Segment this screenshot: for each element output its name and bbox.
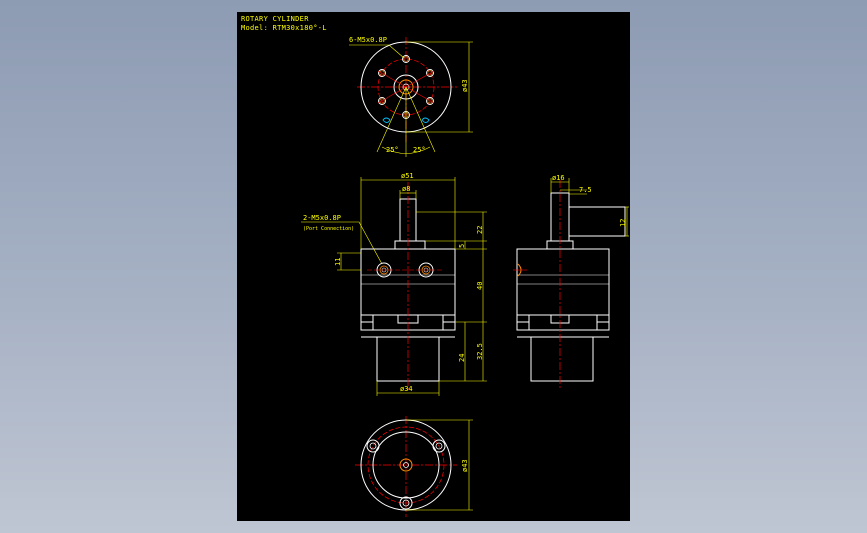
top-angle-dims (376, 86, 436, 157)
bottom-mount-holes (366, 439, 446, 510)
side-flange-right (596, 315, 610, 331)
bottom-bolt-circle (367, 426, 445, 504)
front-shaft-dia-label: ø8 (402, 185, 410, 193)
side-base (530, 336, 594, 382)
top-hole-callout: 6-M5x0.8P (349, 36, 387, 44)
front-width-dim (360, 177, 456, 249)
top-hole-leader (349, 44, 405, 59)
drawing-sheet: ROTARY CYLINDER Model: RTM30x180°-L (237, 12, 630, 521)
front-flange-right (442, 315, 456, 331)
top-view: 25° 25° 6-M5x0.8P ø43 (349, 36, 473, 157)
top-dia-dim (406, 41, 473, 133)
side-offset-label: 7.5 (579, 186, 592, 194)
front-right-dims (416, 211, 487, 382)
bolt-hole (378, 97, 386, 105)
top-angle-left-label: 25° (386, 146, 399, 154)
front-base-dim (376, 381, 440, 396)
front-port-callout: 2-M5x0.8P (303, 214, 341, 222)
side-flat-label: 12 (619, 219, 627, 227)
front-flange-left (360, 315, 374, 331)
front-view: ø51 ø8 2-M5x0.8P (Port Connection) 11 (301, 172, 487, 396)
front-port-leader (301, 221, 383, 265)
front-port-height-dim (337, 252, 361, 271)
side-dims (550, 178, 629, 237)
bottom-view: ø43 (355, 416, 473, 517)
bolt-hole (378, 69, 386, 77)
drawing-title: ROTARY CYLINDER (241, 15, 309, 23)
bottom-hub (399, 458, 413, 472)
front-dim-24: 24 (458, 354, 466, 362)
side-flange-left (516, 315, 530, 331)
top-radial-lines (377, 70, 435, 104)
front-dim-40: 40 (476, 282, 484, 290)
front-dim-22: 22 (476, 226, 484, 234)
bolt-hole (426, 97, 434, 105)
front-width-label: ø51 (401, 172, 414, 180)
front-port-note: (Port Connection) (303, 226, 354, 232)
front-shaft-collar (394, 240, 426, 250)
drawing-model: Model: RTM30x180°-L (241, 24, 327, 32)
bottom-hub-core (403, 462, 409, 468)
front-base-dia-label: ø34 (400, 385, 413, 393)
side-key (568, 206, 626, 237)
side-shaft-dia-label: ø16 (552, 174, 565, 182)
front-dim-5: 5 (458, 244, 466, 248)
top-angle-right-label: 25° (413, 146, 426, 154)
bottom-dia-label: ø43 (461, 459, 469, 472)
top-hidden-ports (382, 117, 430, 123)
top-dia-label: ø43 (461, 79, 469, 92)
cad-drawing: 25° 25° 6-M5x0.8P ø43 (301, 36, 629, 517)
bottom-dia-dim (406, 419, 473, 511)
side-body (516, 248, 610, 316)
side-view: ø16 7.5 12 (513, 174, 629, 390)
bolt-hole (426, 69, 434, 77)
bolt-hole (402, 55, 410, 63)
bottom-inner-circle (372, 431, 440, 499)
front-dim-32-5: 32.5 (476, 343, 484, 360)
front-port-height-label: 11 (334, 258, 342, 266)
